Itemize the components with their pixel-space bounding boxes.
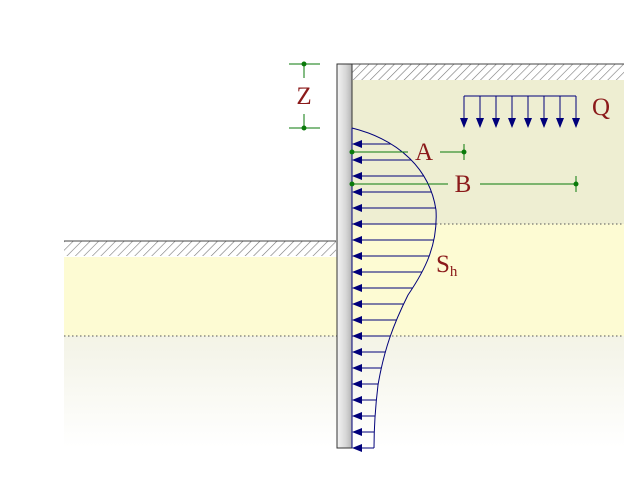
- b-label: B: [455, 171, 472, 198]
- sheet-pile-wall: [336, 63, 353, 449]
- horizontal-pressure-diagram: [351, 127, 437, 452]
- z-label: Z: [296, 83, 311, 110]
- z-dimension: [289, 61, 320, 131]
- excavation-ground-hatch: [64, 241, 336, 256]
- b-dimension: [349, 176, 579, 192]
- pressure-arrows: [352, 140, 437, 452]
- a-label: A: [415, 139, 433, 166]
- a-dimension: [349, 144, 467, 160]
- surcharge-load: [460, 95, 580, 128]
- sh-label: Sh: [436, 251, 458, 280]
- sh-label-subscript: h: [450, 264, 458, 280]
- q-label: Q: [592, 94, 610, 121]
- sh-label-main: S: [436, 251, 450, 278]
- upper-ground-hatch: [352, 64, 624, 80]
- pressure-envelope-curve: [351, 127, 437, 449]
